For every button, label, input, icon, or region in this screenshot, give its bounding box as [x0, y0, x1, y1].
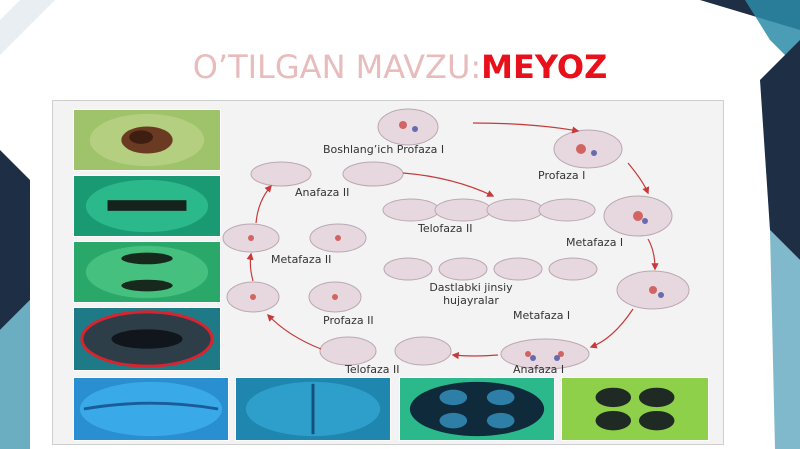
- micrograph-7: [399, 377, 555, 441]
- micrograph-6: [235, 377, 391, 441]
- label-anafaza-1: Anafaza I: [513, 363, 565, 376]
- meiosis-figure: Boshlang’ich Profaza I Profaza I Metafaz…: [52, 100, 724, 445]
- cell-profaza-1: [553, 129, 623, 169]
- label-boshlangich-profaza-1: Boshlang’ich Profaza I: [323, 143, 445, 156]
- label-metafaza-1: Metafaza I: [566, 236, 624, 249]
- meiosis-cycle-drawing: [222, 108, 690, 370]
- cell-telofaza-2-center-c: [486, 198, 544, 222]
- slide-title: O’TILGAN MAVZU:MEYOZ: [0, 48, 800, 86]
- label-telofaza-2-bottom: Telofaza II: [345, 363, 400, 376]
- label-telofaza-2-center: Telofaza II: [418, 222, 473, 235]
- title-topic: MEYOZ: [481, 48, 608, 86]
- label-profaza-1: Profaza I: [538, 169, 586, 182]
- cell-boshlangich-profaza-1: [377, 108, 439, 146]
- cell-telofaza-2-center-b: [434, 198, 492, 222]
- label-metafaza-1-lower: Metafaza I: [513, 309, 571, 322]
- cell-anafaza-1: [500, 338, 590, 370]
- label-anafaza-2: Anafaza II: [295, 186, 350, 199]
- title-prefix: O’TILGAN MAVZU:: [192, 48, 482, 86]
- micrograph-4: [73, 307, 221, 371]
- cell-anafaza-2-b: [342, 161, 404, 187]
- micrograph-3: [73, 241, 221, 303]
- cell-telofaza-2-bottom-b: [394, 336, 452, 366]
- micrograph-1: [73, 109, 221, 171]
- cell-telofaza-2-center-a: [382, 198, 440, 222]
- cell-gamete-1: [383, 257, 433, 281]
- cell-telofaza-2-center-d: [538, 198, 596, 222]
- cell-gamete-3: [493, 257, 543, 281]
- label-profaza-2: Profaza II: [323, 314, 374, 327]
- label-dastlabki-line1: Dastlabki jinsiy: [429, 281, 513, 294]
- micrograph-8: [561, 377, 709, 441]
- cell-anafaza-2-a: [250, 161, 312, 187]
- label-dastlabki-line2: hujayralar: [443, 294, 499, 307]
- cell-telofaza-2-bottom-a: [319, 336, 377, 366]
- cell-gamete-2: [438, 257, 488, 281]
- micrograph-2: [73, 175, 221, 237]
- label-metafaza-2: Metafaza II: [271, 253, 332, 266]
- cell-gamete-4: [548, 257, 598, 281]
- micrograph-5: [73, 377, 229, 441]
